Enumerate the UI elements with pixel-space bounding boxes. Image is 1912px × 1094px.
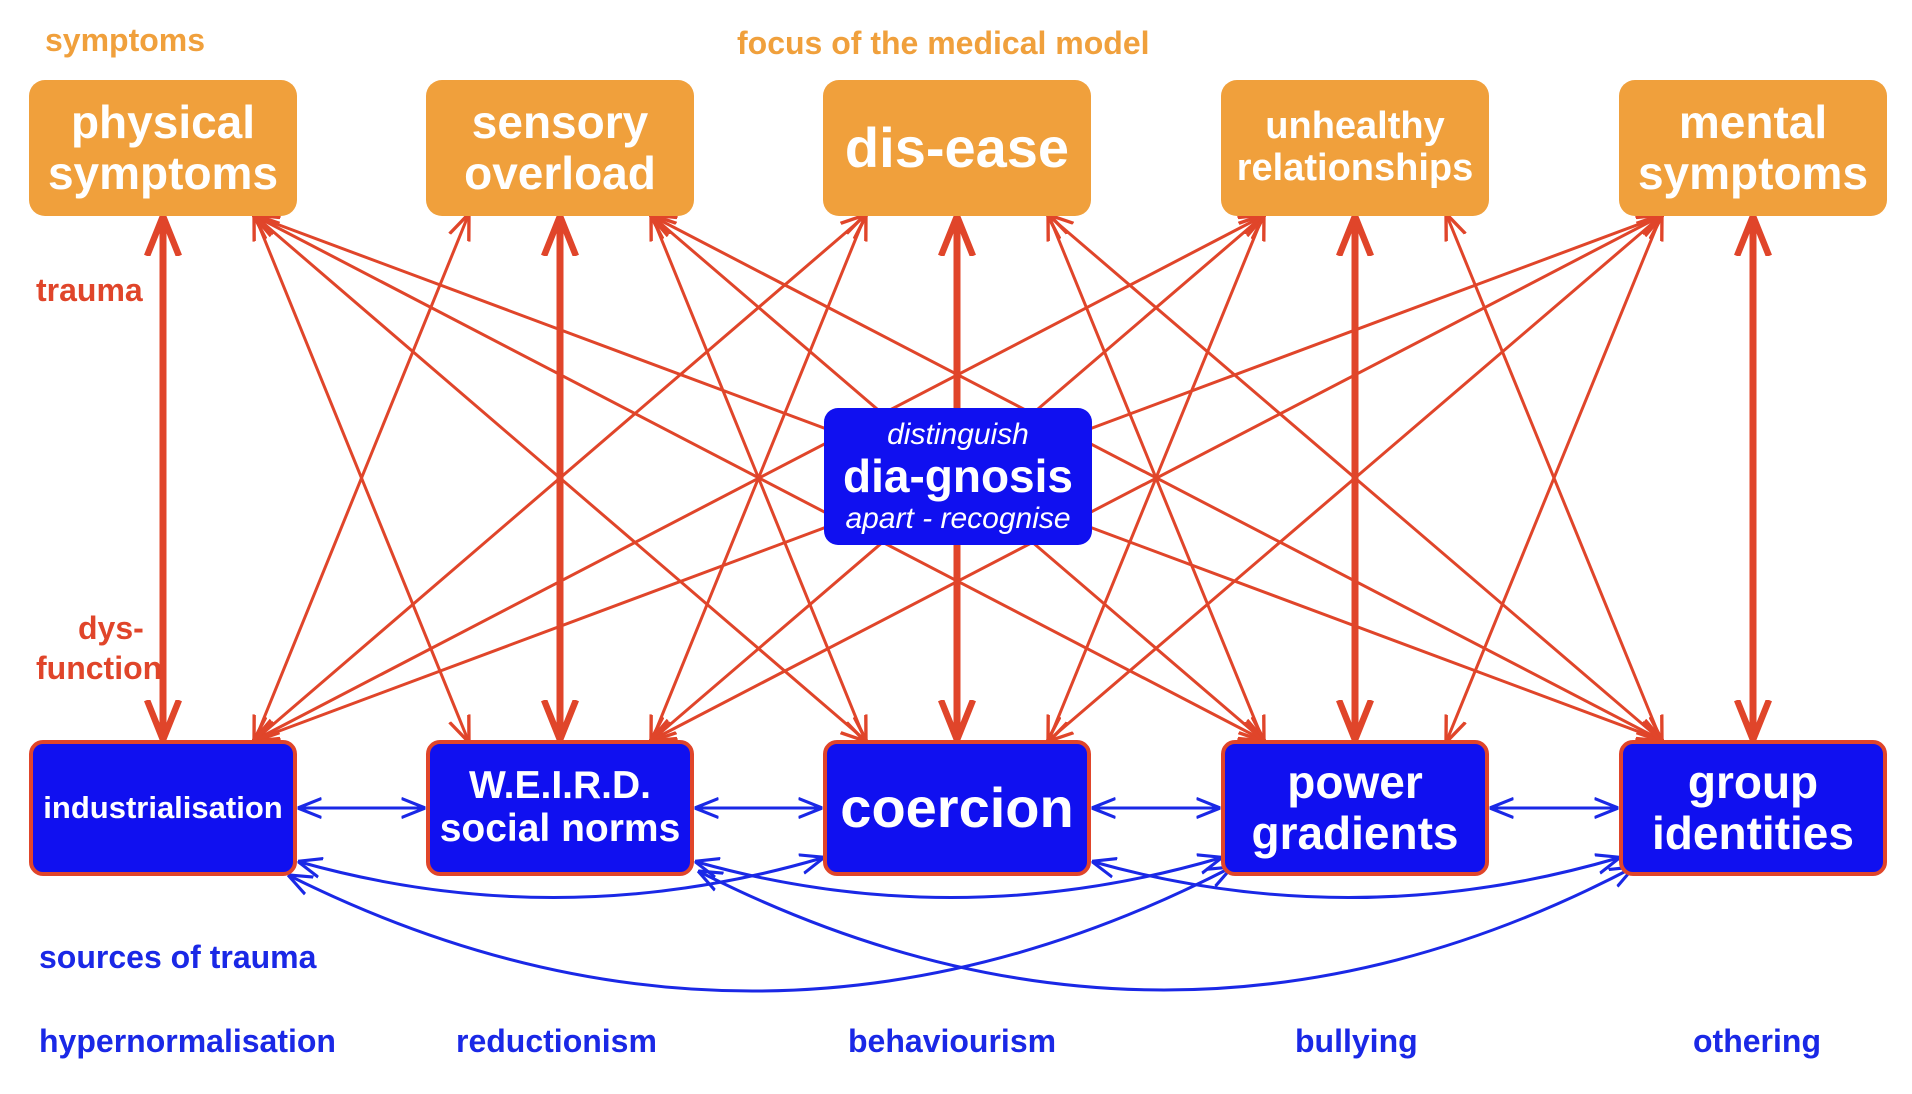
term-othering: othering xyxy=(1693,1023,1821,1059)
medical-model-label: focus of the medical model xyxy=(737,25,1150,61)
box-line: overload xyxy=(464,147,656,199)
box-line: mental xyxy=(1678,96,1828,149)
box-line: relationships xyxy=(1236,147,1474,189)
source-curve-arrow xyxy=(290,868,1230,993)
box-line: sensory xyxy=(471,96,649,149)
symptoms-header: symptoms xyxy=(45,22,206,58)
box-line: symptoms xyxy=(1637,147,1869,199)
sensory-overload-box: sensory overload xyxy=(426,80,694,216)
group-identities-box: group identities xyxy=(1619,740,1887,876)
term-hypernormalisation: hypernormalisation xyxy=(39,1023,336,1059)
weird-social-norms-box: W.E.I.R.D. social norms xyxy=(426,740,694,876)
box-line: coercion xyxy=(840,776,1074,840)
diagnosis-main-text: dia-gnosis xyxy=(842,450,1074,503)
box-line: power xyxy=(1287,756,1423,809)
term-behaviourism: behaviourism xyxy=(848,1023,1057,1059)
dysfunction-label-line2: function xyxy=(36,650,163,686)
box-line: symptoms xyxy=(47,147,279,199)
industrialisation-box: industrialisation xyxy=(29,740,297,876)
box-line: identities xyxy=(1652,807,1854,859)
box-line: group xyxy=(1687,756,1819,809)
term-bullying: bullying xyxy=(1295,1023,1418,1059)
term-reductionism: reductionism xyxy=(456,1023,657,1059)
box-line: W.E.I.R.D. xyxy=(468,764,651,808)
trauma-link-arrow xyxy=(1447,216,1661,740)
mental-symptoms-box: mental symptoms xyxy=(1619,80,1887,216)
box-line: social norms xyxy=(439,807,681,850)
coercion-box: coercion xyxy=(823,740,1091,876)
box-line: industrialisation xyxy=(43,789,283,825)
box-line: unhealthy xyxy=(1265,105,1445,148)
diagnosis-top-text: distinguish xyxy=(887,418,1029,452)
source-curve-arrow xyxy=(700,868,1632,992)
box-line: dis-ease xyxy=(844,116,1070,180)
dis-ease-box: dis-ease xyxy=(823,80,1091,216)
unhealthy-relationships-box: unhealthy relationships xyxy=(1221,80,1489,216)
dysfunction-label-line1: dys- xyxy=(78,610,144,646)
box-line: gradients xyxy=(1251,807,1459,859)
trauma-label: trauma xyxy=(36,272,143,308)
box-line: physical xyxy=(70,96,256,149)
power-gradients-box: power gradients xyxy=(1221,740,1489,876)
diagnosis-box: distinguish dia-gnosis apart - recognise xyxy=(824,408,1092,545)
diagnosis-bottom-text: apart - recognise xyxy=(845,501,1071,535)
physical-symptoms-box: physical symptoms xyxy=(29,80,297,216)
sources-of-trauma-label: sources of trauma xyxy=(39,939,317,975)
